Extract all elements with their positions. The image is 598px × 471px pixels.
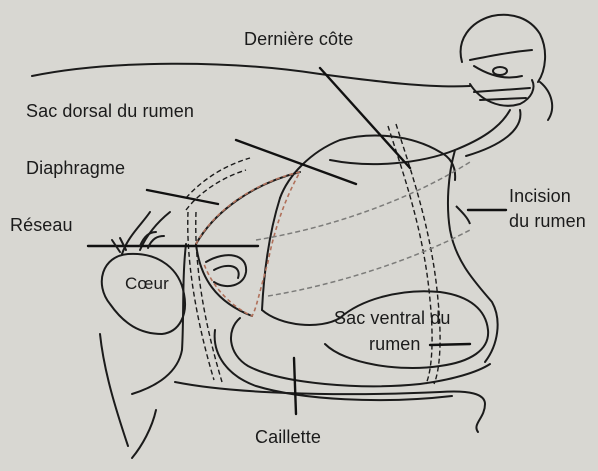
ventral-rumen-sac (262, 291, 488, 368)
belly-outline (175, 382, 485, 432)
diaphragm-dashed (186, 158, 250, 382)
label-sac-ventral-line1: Sac ventral du (334, 307, 450, 329)
label-incision-line1: Incision (509, 185, 571, 207)
label-derniere-cote: Dernière côte (244, 28, 353, 50)
chest-outline (132, 244, 186, 394)
label-sac-dorsal-rumen: Sac dorsal du rumen (26, 100, 194, 122)
label-coeur: Cœur (125, 273, 169, 295)
label-diaphragme: Diaphragme (26, 157, 125, 179)
reseau-marks (112, 232, 164, 252)
label-sac-ventral-line2: rumen (369, 333, 421, 355)
incision-opening (456, 206, 470, 224)
label-incision-line2: du rumen (509, 210, 586, 232)
flank-contour (448, 150, 498, 362)
cow-back-outline (32, 64, 470, 87)
label-caillette: Caillette (255, 426, 321, 448)
label-reseau: Réseau (10, 214, 73, 236)
ruminoreticular-fold (196, 172, 300, 316)
reticulum (196, 172, 300, 244)
surgeon-figure (330, 15, 552, 164)
